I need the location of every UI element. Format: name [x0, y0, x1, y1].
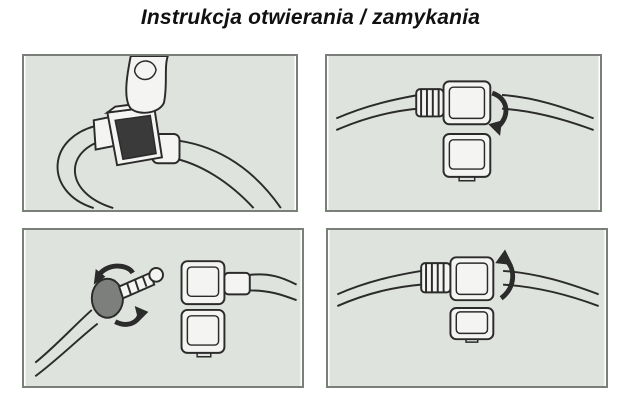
- fingernail: [133, 60, 157, 81]
- rotate-arrow-head: [488, 120, 502, 136]
- clasp-lower: [180, 308, 226, 354]
- cord-left-bottom: [34, 322, 99, 378]
- cord-bottom: [335, 107, 419, 131]
- step-1-illustration: [25, 56, 295, 210]
- clasp-upper: [442, 80, 492, 126]
- cord-right-bottom: [501, 107, 594, 131]
- cord-outer: [56, 123, 104, 209]
- clasp-lower-tab: [458, 176, 476, 182]
- clasp-upper: [449, 256, 495, 302]
- page-title: Instrukcja otwierania / zamykania: [140, 6, 481, 29]
- step-3-panel: [22, 228, 304, 388]
- cord-left-bottom: [336, 283, 422, 307]
- cord-top: [335, 94, 419, 120]
- step-2-panel: [325, 54, 602, 212]
- clasp-lower-tab: [196, 352, 212, 358]
- clasp-lower-inner: [455, 311, 489, 335]
- step-1-panel: [22, 54, 298, 212]
- step-4-panel: [326, 228, 608, 388]
- collar-arrow-top-head: [93, 269, 106, 285]
- cord-right-top: [249, 273, 298, 286]
- clasp-lower: [442, 132, 492, 178]
- rotate-close-arrow-head: [495, 249, 513, 266]
- step-4-illustration: [329, 230, 605, 386]
- step-3-illustration: [25, 230, 301, 386]
- clasp-upper-inner: [186, 266, 220, 298]
- cord-right-bottom: [249, 289, 297, 302]
- clasp-upper-inner: [455, 262, 489, 296]
- clasp-upper-inner: [448, 86, 486, 120]
- collar-arrow-bottom-head: [134, 306, 149, 322]
- clasp-lower-inner: [448, 139, 486, 170]
- rotating-collar: [90, 277, 124, 319]
- panel-background: [25, 230, 301, 386]
- clasp-lower: [449, 307, 495, 341]
- cord-right-top: [171, 138, 282, 209]
- cord-right-top: [501, 94, 594, 120]
- cord-left-top: [336, 269, 422, 296]
- cord-left-top: [34, 309, 93, 364]
- clasp-face: [114, 114, 157, 161]
- step-2-illustration: [328, 56, 599, 210]
- spring-lines: [425, 263, 445, 293]
- clasp-lower-inner: [186, 315, 220, 346]
- thread-lines: [126, 275, 148, 295]
- clasp-tube: [223, 271, 251, 296]
- screw-tip: [148, 267, 164, 283]
- spring-lines: [420, 89, 440, 117]
- cord-inner: [73, 138, 114, 209]
- clasp-lower-tab: [465, 339, 479, 343]
